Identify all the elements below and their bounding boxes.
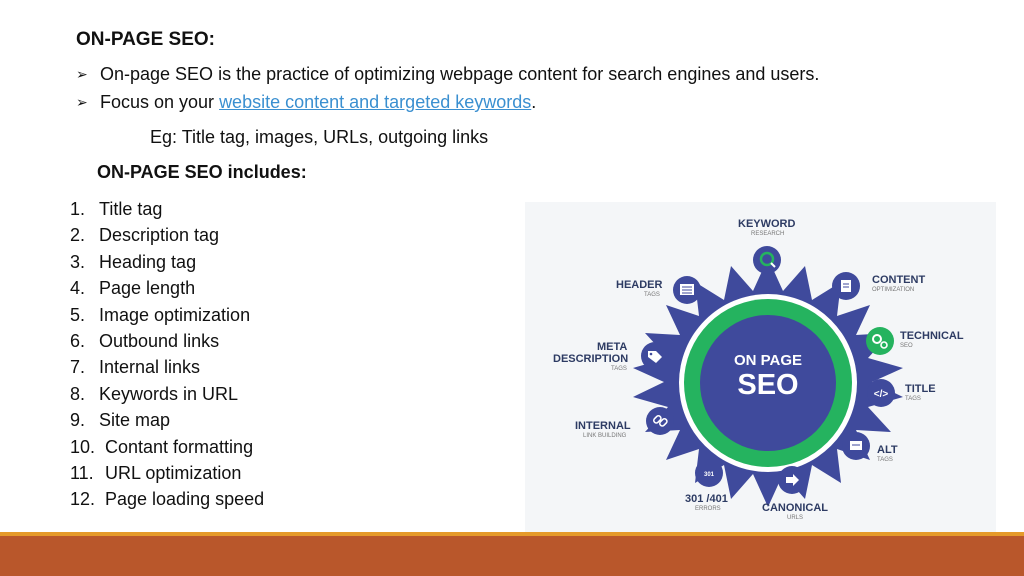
svg-text:TAGS: TAGS	[905, 396, 921, 402]
bullet-text-prefix: Focus on your	[100, 92, 220, 112]
svg-text:CONTENT: CONTENT	[872, 274, 925, 286]
svg-text:LINK BUILDING: LINK BUILDING	[583, 433, 627, 439]
node-meta-description: META DESCRIPTION TAGS	[553, 341, 669, 372]
list-item: 2.Description tag	[70, 225, 220, 246]
node-canonical: CANONICAL URLS	[762, 466, 828, 521]
node-content: CONTENT OPTIMIZATION	[832, 272, 925, 300]
svg-text:OPTIMIZATION: OPTIMIZATION	[872, 287, 914, 293]
svg-text:URLS: URLS	[787, 515, 803, 521]
center-label-top: ON PAGE	[734, 352, 802, 369]
svg-text:CANONICAL: CANONICAL	[762, 502, 828, 514]
svg-text:RESEARCH: RESEARCH	[751, 231, 784, 237]
bullet-focus: ➢ Focus on your website content and targ…	[76, 92, 536, 113]
svg-text:DESCRIPTION: DESCRIPTION	[553, 353, 628, 365]
magnifier-icon	[759, 251, 776, 268]
list-item: 9.Site map	[70, 410, 171, 431]
svg-text:TECHNICAL: TECHNICAL	[900, 330, 964, 342]
node-keyword: KEYWORD RESEARCH	[738, 218, 796, 274]
svg-text:KEYWORD: KEYWORD	[738, 218, 796, 230]
content-keywords-link[interactable]: website content and targeted keywords	[219, 92, 532, 112]
svg-text:ALT: ALT	[877, 444, 898, 456]
list-item: 4.Page length	[70, 278, 196, 299]
svg-text:META: META	[597, 341, 627, 353]
node-internal: INTERNAL LINK BUILDING	[575, 407, 674, 439]
node-alt: ALT TAGS	[842, 432, 898, 463]
svg-text:INTERNAL: INTERNAL	[575, 420, 631, 432]
example-text: Eg: Title tag, images, URLs, outgoing li…	[150, 127, 489, 147]
svg-text:SEO: SEO	[900, 343, 913, 349]
section-heading: ON-PAGE SEO:	[76, 29, 215, 50]
list-item: 10.Contant formatting	[70, 436, 254, 457]
gears-icon	[872, 334, 888, 349]
list-item: 8.Keywords in URL	[70, 383, 239, 404]
node-technical: TECHNICAL SEO	[866, 327, 964, 355]
center-label-main: SEO	[737, 369, 798, 401]
document-icon	[841, 280, 851, 292]
image-tag-icon	[850, 441, 862, 450]
svg-text:TAGS: TAGS	[877, 457, 893, 463]
footer-bar	[0, 536, 1024, 576]
svg-text:301 /401: 301 /401	[685, 493, 728, 505]
list-item: 6.Outbound links	[70, 330, 220, 351]
link-icon	[652, 414, 668, 427]
on-page-seo-diagram: ON PAGE SEO KEYWORD RESEARCH CONTENT OPT…	[525, 202, 996, 534]
svg-text:TAGS: TAGS	[611, 366, 627, 372]
bullet-definition: ➢ On-page SEO is the practice of optimiz…	[76, 64, 819, 85]
node-errors: 301 301 /401 ERRORS	[685, 459, 728, 512]
center-disc	[700, 315, 836, 451]
bullet-text: On-page SEO is the practice of optimizin…	[100, 64, 820, 84]
code-icon: </>	[874, 389, 889, 400]
svg-text:HEADER: HEADER	[616, 279, 663, 291]
svg-text:TAGS: TAGS	[644, 292, 660, 298]
arrow-bullet-icon: ➢	[76, 94, 88, 110]
includes-list: 1.Title tag 2.Description tag 3.Heading …	[70, 196, 264, 513]
list-item: 12.Page loading speed	[70, 489, 265, 510]
footer-accent-line	[0, 532, 1024, 536]
list-item: 5.Image optimization	[70, 304, 251, 325]
tag-icon	[648, 351, 662, 363]
svg-text:ERRORS: ERRORS	[695, 506, 721, 512]
list-item: 3.Heading tag	[70, 251, 197, 272]
node-header: HEADER TAGS	[616, 276, 701, 304]
arrow-icon	[786, 474, 799, 486]
node-title-tags: </> TITLE TAGS	[867, 379, 936, 407]
includes-heading: ON-PAGE SEO includes:	[97, 162, 307, 182]
arrow-bullet-icon: ➢	[76, 66, 88, 82]
list-item: 7.Internal links	[70, 357, 201, 378]
list-item: 1.Title tag	[70, 199, 163, 219]
svg-text:TITLE: TITLE	[905, 383, 936, 395]
diagram-svg: ON PAGE SEO KEYWORD RESEARCH CONTENT OPT…	[553, 218, 964, 521]
list-icon	[680, 284, 694, 295]
icon-301-label: 301	[704, 472, 715, 478]
list-item: 11.URL optimization	[70, 462, 242, 483]
bullet-text-suffix: .	[531, 92, 537, 112]
